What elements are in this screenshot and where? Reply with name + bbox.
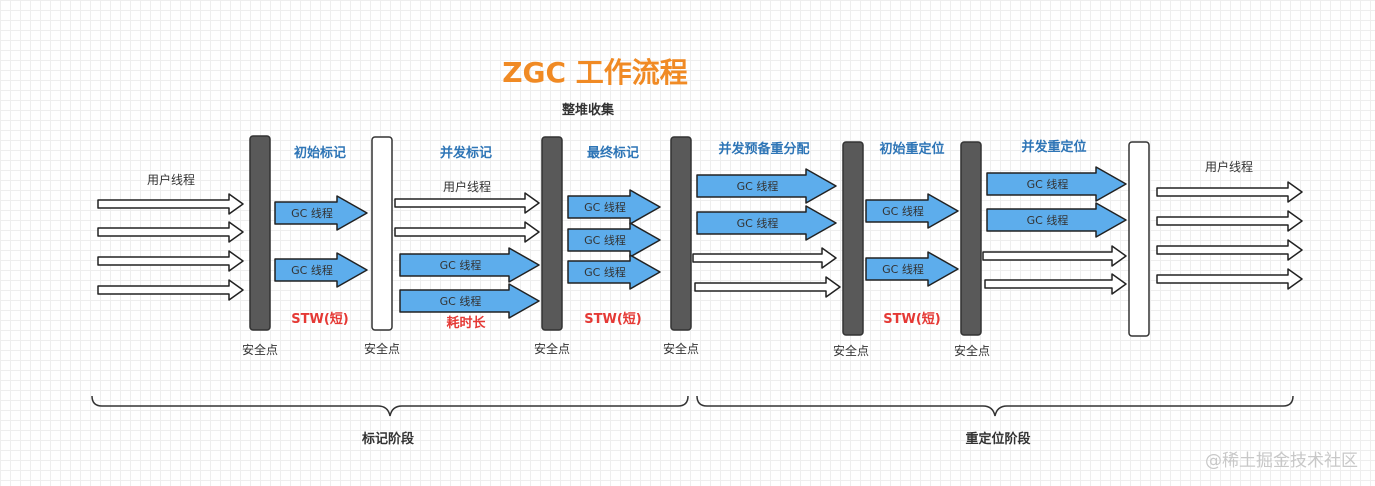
user-thread-arrow-1 bbox=[97, 193, 244, 215]
gc-thread-label-11: GC 线程 bbox=[882, 262, 924, 276]
safepoint-bar-5 bbox=[842, 141, 864, 336]
phase-initial-relocate: 初始重定位 bbox=[879, 141, 944, 157]
safepoint-bar-6 bbox=[960, 141, 982, 336]
stage-label-relocation: 重定位阶段 bbox=[965, 431, 1030, 447]
user-thread-arrow-6 bbox=[394, 221, 540, 243]
gc-thread-arrow-13 bbox=[986, 202, 1127, 238]
gc-thread-arrow-12 bbox=[986, 166, 1127, 202]
user-thread-label-1: 用户线程 bbox=[147, 172, 195, 187]
gc-thread-arrow-2 bbox=[274, 252, 368, 288]
gc-thread-arrow-8 bbox=[696, 168, 837, 204]
user-thread-arrow-11 bbox=[1156, 181, 1303, 203]
gc-thread-label-13: GC 线程 bbox=[1027, 213, 1069, 227]
user-thread-arrow-4 bbox=[97, 279, 244, 301]
diagram-title: ZGC 工作流程 bbox=[502, 56, 688, 89]
stage-brace-relocation bbox=[696, 395, 1294, 417]
safepoint-label-5: 安全点 bbox=[833, 343, 869, 358]
gc-thread-arrow-3 bbox=[399, 247, 540, 283]
gc-thread-arrow-11 bbox=[865, 251, 959, 287]
stage-brace-marking bbox=[91, 395, 689, 417]
safepoint-label-2: 安全点 bbox=[364, 341, 400, 356]
user-thread-arrow-8 bbox=[694, 276, 841, 298]
stage-label-marking: 标记阶段 bbox=[361, 431, 414, 447]
user-thread-arrow-3 bbox=[97, 250, 244, 272]
gc-thread-arrow-4 bbox=[399, 283, 540, 319]
user-thread-arrow-14 bbox=[1156, 268, 1303, 290]
user-thread-arrow-12 bbox=[1156, 210, 1303, 232]
safepoint-label-3: 安全点 bbox=[534, 341, 570, 356]
arrow-layer: GC 线程 GC 线程 GC 线程 GC 线程 GC 线程 GC 线程 GC 线程 GC 线程… bbox=[97, 166, 1303, 319]
safepoint-bar-1 bbox=[249, 135, 271, 331]
gc-thread-arrow-6 bbox=[567, 222, 661, 258]
gc-thread-label-2: GC 线程 bbox=[291, 263, 333, 277]
diagram-subtitle: 整堆收集 bbox=[561, 102, 615, 118]
gc-thread-arrow-10 bbox=[865, 193, 959, 229]
time-consuming-label: 耗时长 bbox=[446, 315, 486, 331]
gc-thread-label-5: GC 线程 bbox=[584, 200, 626, 214]
safepoint-label-4: 安全点 bbox=[663, 341, 699, 356]
gc-thread-label-6: GC 线程 bbox=[584, 233, 626, 247]
gc-thread-arrow-7 bbox=[567, 254, 661, 290]
phase-concurrent-relocate: 并发重定位 bbox=[1021, 139, 1086, 155]
gc-thread-arrow-9 bbox=[696, 205, 837, 241]
gc-thread-label-8: GC 线程 bbox=[737, 179, 779, 193]
gc-thread-label-1: GC 线程 bbox=[291, 206, 333, 220]
safepoint-bar-3 bbox=[541, 136, 563, 331]
safepoint-bar-4 bbox=[670, 136, 692, 331]
phase-final-mark: 最终标记 bbox=[587, 145, 639, 161]
watermark: @稀土掘金技术社区 bbox=[1205, 451, 1358, 471]
user-thread-arrow-5 bbox=[394, 192, 540, 214]
safepoint-label-1: 安全点 bbox=[242, 342, 278, 357]
stw-label-3: STW(短) bbox=[883, 311, 940, 327]
user-thread-arrow-7 bbox=[692, 247, 837, 269]
gc-thread-label-9: GC 线程 bbox=[737, 216, 779, 230]
user-thread-arrow-10 bbox=[984, 273, 1127, 295]
gc-thread-label-3: GC 线程 bbox=[440, 258, 482, 272]
gc-thread-label-10: GC 线程 bbox=[882, 204, 924, 218]
stw-label-2: STW(短) bbox=[584, 311, 641, 327]
user-thread-arrow-2 bbox=[97, 221, 244, 243]
user-thread-arrow-13 bbox=[1156, 239, 1303, 261]
safepoint-bar-7 bbox=[1128, 141, 1150, 337]
gc-thread-label-12: GC 线程 bbox=[1027, 177, 1069, 191]
gc-thread-label-4: GC 线程 bbox=[440, 294, 482, 308]
gc-thread-label-7: GC 线程 bbox=[584, 265, 626, 279]
stw-label-1: STW(短) bbox=[291, 311, 348, 327]
phase-concurrent-mark: 并发标记 bbox=[440, 145, 492, 161]
phase-concurrent-prepare-relocate: 并发预备重分配 bbox=[718, 141, 809, 157]
user-thread-label-3: 用户线程 bbox=[1205, 159, 1253, 174]
user-thread-arrow-9 bbox=[982, 245, 1127, 267]
user-thread-label-2: 用户线程 bbox=[443, 179, 491, 194]
phase-initial-mark: 初始标记 bbox=[294, 145, 346, 161]
safepoint-label-6: 安全点 bbox=[954, 343, 990, 358]
gc-thread-arrow-5 bbox=[567, 189, 661, 225]
gc-thread-arrow-1 bbox=[274, 195, 368, 231]
safepoint-bar-2 bbox=[371, 136, 393, 331]
